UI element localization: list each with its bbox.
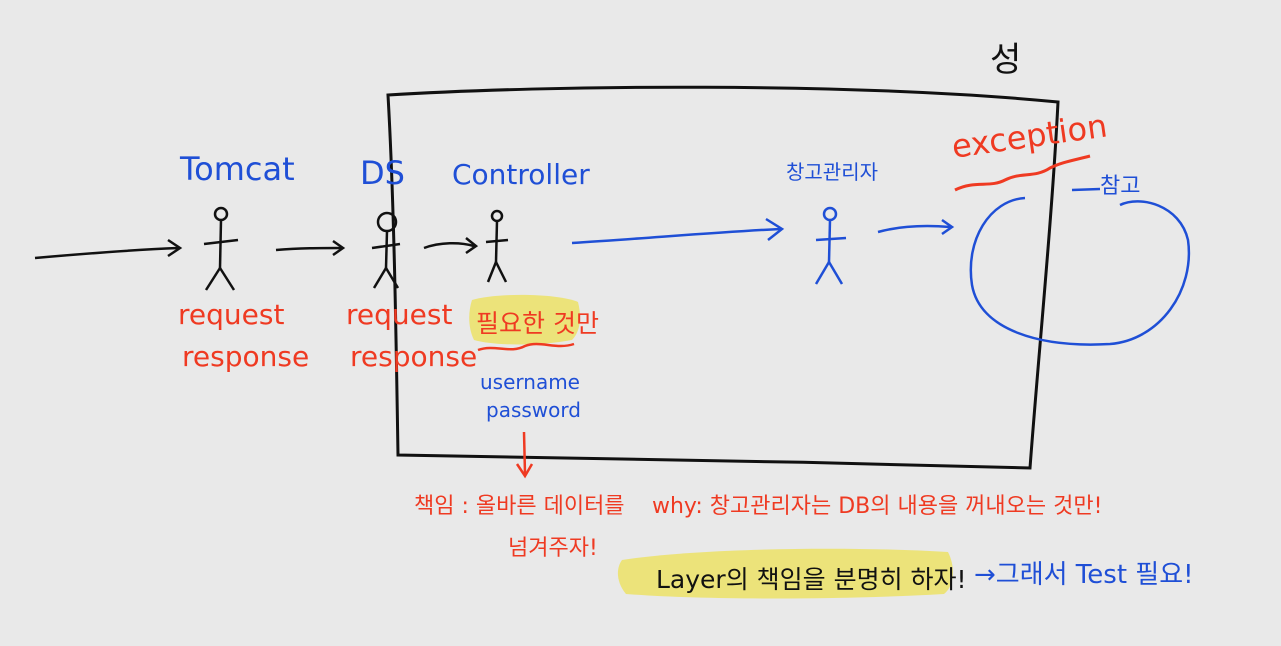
- controller-highlight-text: 필요한 것만: [476, 309, 599, 338]
- exception-ref-label: 참고: [1100, 174, 1141, 199]
- actor-controller-figure: [485, 209, 509, 283]
- actor-ds-figure: [371, 211, 401, 289]
- actor-manager-figure: [814, 206, 847, 285]
- ref-line: [1071, 187, 1101, 192]
- highlight-conclusion: [617, 548, 953, 599]
- why-note: why: 창고관리자는 DB의 내용을 꺼내오는 것만!: [652, 494, 1103, 519]
- responsibility-note-line2: 넘겨주자!: [508, 536, 598, 561]
- boundary-box: [386, 85, 1060, 470]
- tomcat-note-response: response: [182, 340, 310, 373]
- label-controller: Controller: [452, 158, 590, 191]
- arrow-incoming: [34, 238, 183, 260]
- ds-note-request: request: [346, 298, 453, 331]
- arrow-ds-controller: [423, 237, 479, 255]
- label-manager: 창고관리자: [786, 160, 878, 184]
- arrow-manager-exception: [877, 218, 955, 236]
- label-ds: DS: [360, 154, 405, 192]
- conclusion-highlight-text: Layer의 책임을 분명히 하자!: [656, 565, 967, 594]
- arrow-responsibility: [515, 431, 534, 479]
- responsibility-note-line1: 책임 : 올바른 데이터를: [414, 494, 625, 519]
- controller-field-password: password: [486, 398, 581, 422]
- exception-underline: [954, 154, 1091, 192]
- arrow-tomcat-ds: [275, 239, 346, 257]
- tomcat-note-request: request: [178, 298, 285, 331]
- exception-circle: [969, 196, 1191, 346]
- actor-tomcat-figure: [203, 206, 239, 291]
- arrow-controller-manager: [571, 217, 785, 245]
- label-tomcat: Tomcat: [180, 150, 295, 188]
- highlight-controller: [469, 294, 580, 345]
- controller-field-username: username: [480, 370, 580, 394]
- ds-note-response: response: [350, 340, 478, 373]
- highlight-underline: [477, 342, 575, 352]
- corner-mark: 성: [990, 40, 1022, 80]
- conclusion-tail: →그래서 Test 필요!: [974, 560, 1194, 590]
